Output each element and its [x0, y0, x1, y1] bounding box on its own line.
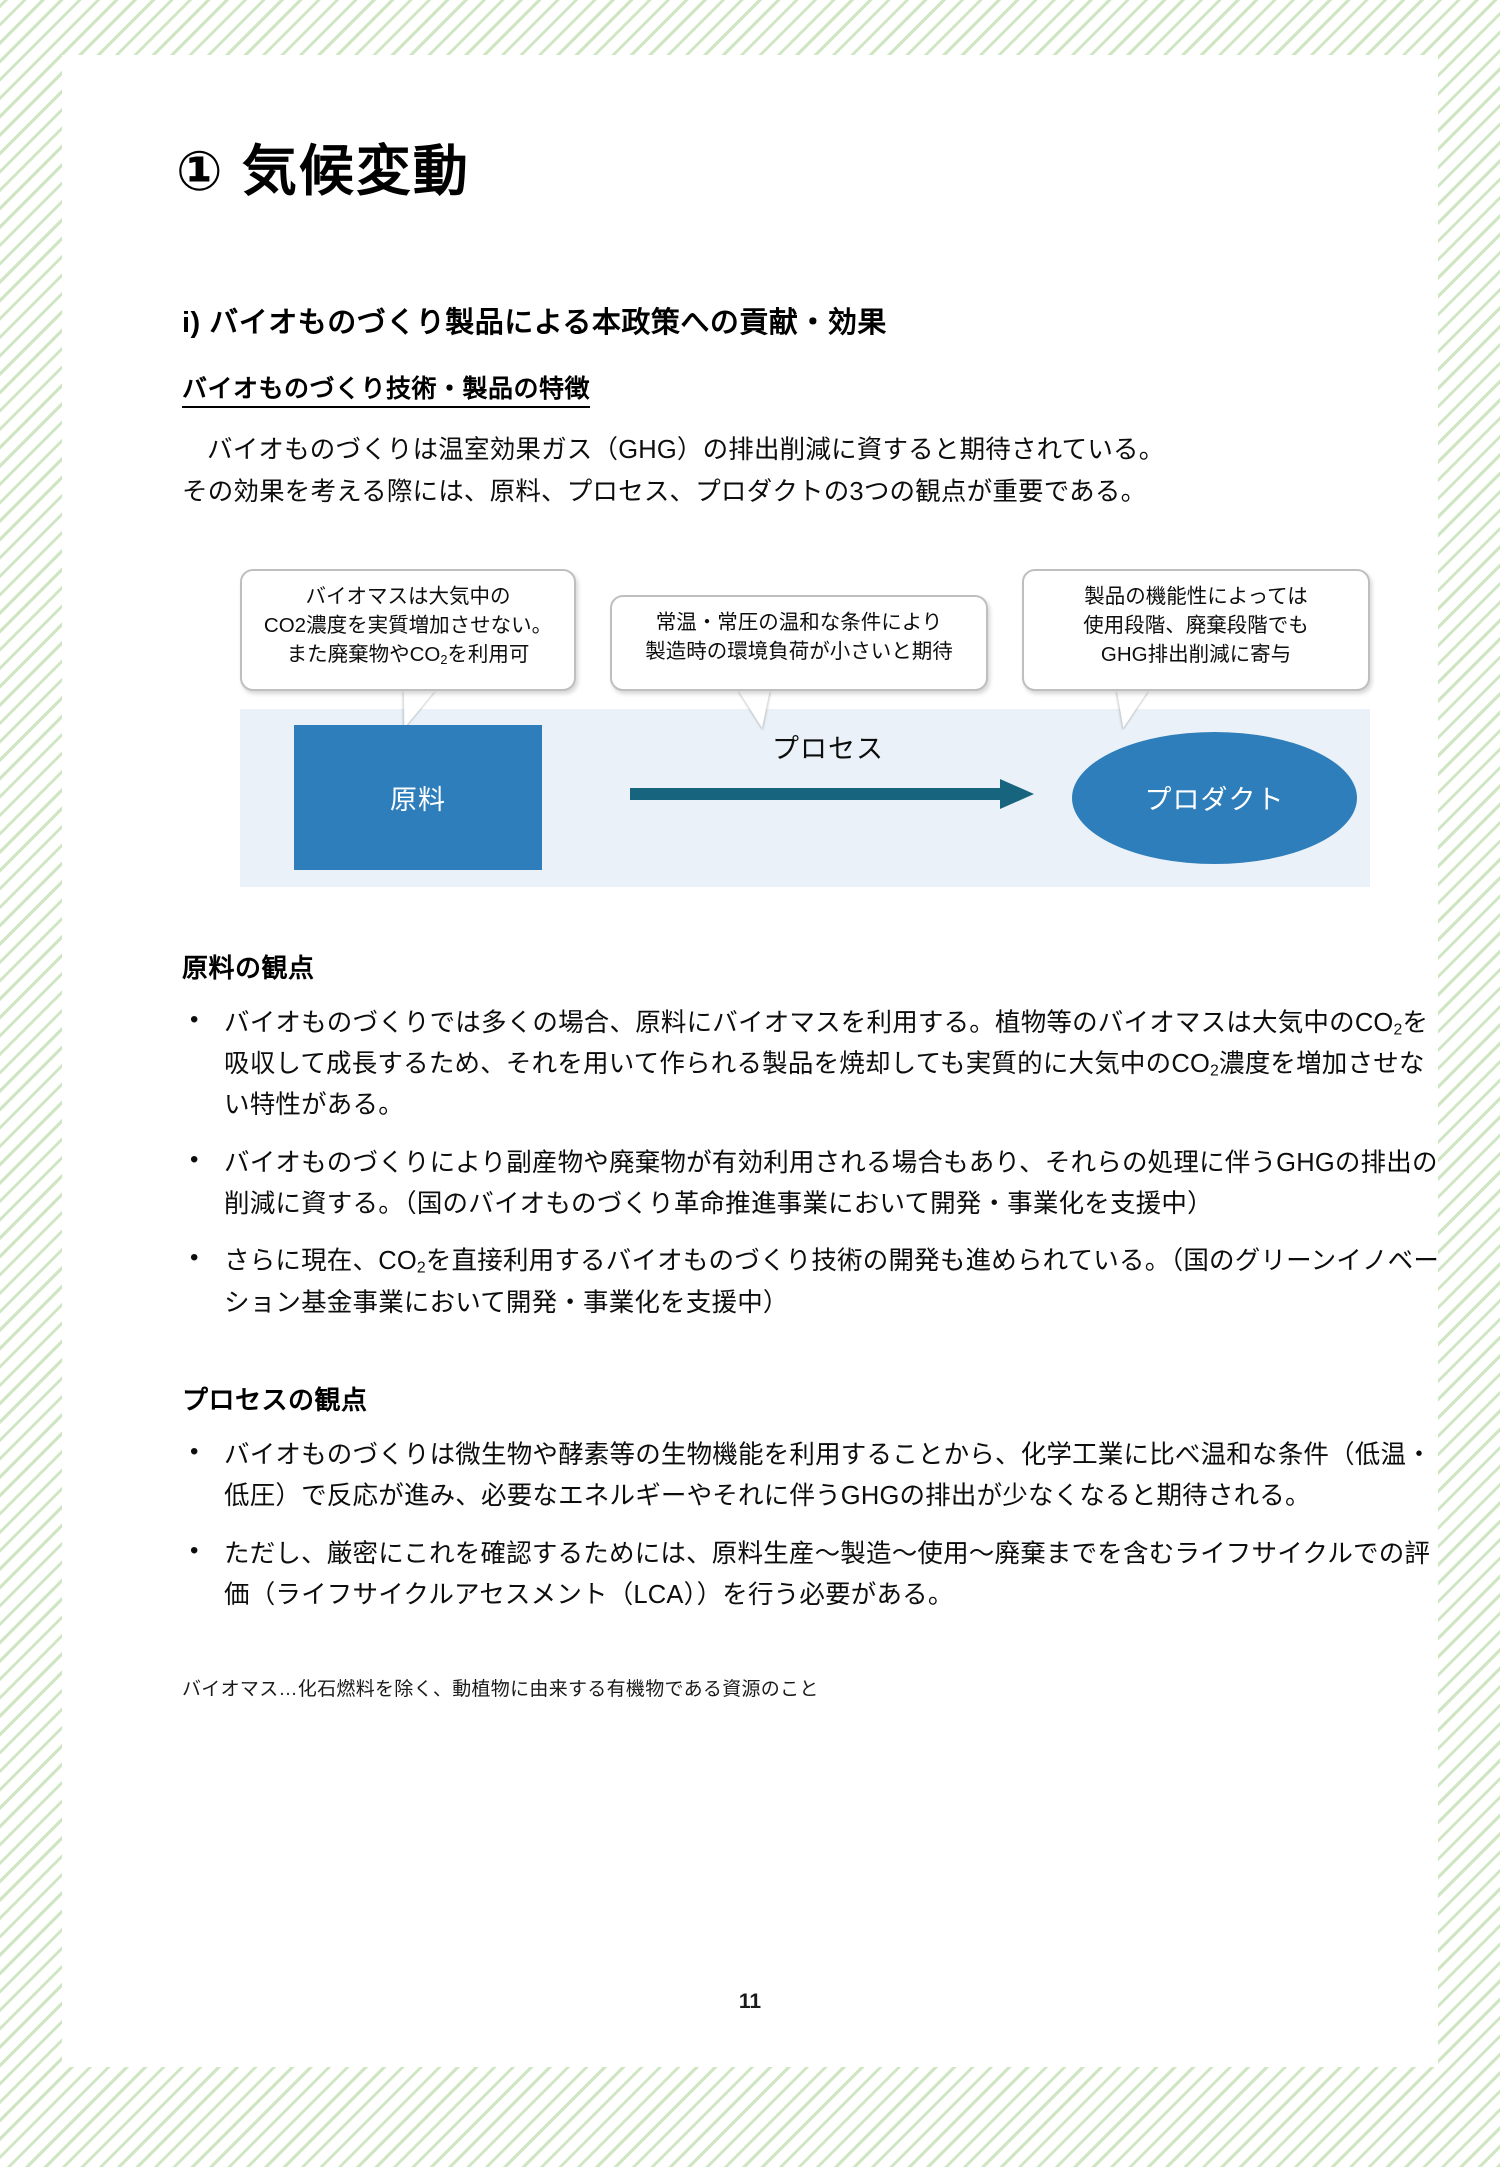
section-heading: i) バイオものづくり製品による本政策への貢献・効果: [182, 307, 887, 340]
list-item: ただし、厳密にこれを確認するためには、原料生産〜製造〜使用〜廃棄までを含むライフ…: [182, 1532, 1442, 1617]
callout1-line1: バイオマスは大気中の: [305, 584, 511, 608]
section-subheading: バイオものづくり技術・製品の特徴: [182, 369, 591, 409]
co2-subscript: 2: [1210, 1062, 1219, 1080]
callout3-line2: 使用段階、廃棄段階でも: [1083, 613, 1309, 637]
bullet-seg-2: を吸収して成長するため、それを用いて作られる製品を焼却しても実質的に大気中の: [224, 1008, 1429, 1079]
callout2-line1: 常温・常圧の温和な条件により: [655, 610, 943, 634]
diagram-arrow-label: プロセス: [772, 733, 884, 764]
bullet-list-raw-material: バイオものづくりでは多くの場合、原料にバイオマスを利用する。植物等のバイオマスは…: [182, 1001, 1442, 1324]
co2-base: CO: [1354, 1008, 1394, 1037]
bullet-seg-1: バイオものづくりでは多くの場合、原料にバイオマスを利用する。植物等のバイオマスは…: [224, 1008, 1355, 1037]
page-title: ① 気候変動: [176, 140, 470, 202]
arrow-head-icon: [1000, 778, 1034, 809]
co2-base: CO: [409, 643, 441, 667]
bullet-seg-2: を直接利用するバイオものづくり技術の開発も進められている。（国のグリーンイノベー…: [224, 1247, 1440, 1317]
bullet-list-process: バイオものづくりは微生物や酵素等の生物機能を利用することから、化学工業に比べ温和…: [182, 1433, 1442, 1617]
diagram-node-product: プロダクト: [1072, 731, 1357, 864]
callout-box-product: 製品の機能性によっては 使用段階、廃棄段階でも GHG排出削減に寄与: [1022, 568, 1370, 691]
co2-subscript: 2: [416, 1259, 426, 1277]
diagram-node-feedstock: 原料: [294, 724, 542, 870]
co2-subscript: 2: [440, 651, 448, 667]
intro-line-1: バイオものづくりは温室効果ガス（GHG）の排出削減に資すると期待されている。: [207, 436, 1165, 465]
co2-subscript: 2: [1393, 1021, 1403, 1039]
callout1-line3-pre: また廃棄物や: [286, 643, 410, 667]
callout1-line2: CO2濃度を実質増加させない。: [263, 613, 553, 637]
callout2-line2: 製造時の環境負荷が小さいと期待: [645, 639, 953, 663]
callout-tail-2: [737, 689, 779, 728]
heading-raw-material: 原料の観点: [182, 952, 315, 983]
bullet-seg-1: さらに現在、: [224, 1247, 379, 1276]
arrow-shaft: [630, 787, 1002, 800]
subheading-wrap: バイオものづくり技術・製品の特徴: [182, 341, 1442, 409]
callout-box-feedstock: バイオマスは大気中の CO2濃度を実質増加させない。 また廃棄物やCO2を利用可: [240, 568, 576, 691]
co2-base: CO: [378, 1247, 417, 1276]
callout3-line3: GHG排出削減に寄与: [1100, 643, 1292, 667]
list-item: バイオものづくりは微生物や酵素等の生物機能を利用することから、化学工業に比べ温和…: [182, 1433, 1442, 1518]
bullet-seg-1: バイオものづくりにより副産物や廃棄物が有効利用される場合もあり、それらの処理に伴…: [224, 1148, 1438, 1219]
callout3-line1: 製品の機能性によっては: [1084, 584, 1308, 608]
concept-diagram: バイオマスは大気中の CO2濃度を実質増加させない。 また廃棄物やCO2を利用可…: [212, 547, 1412, 892]
intro-paragraph: バイオものづくりは温室効果ガス（GHG）の排出削減に資すると期待されている。 そ…: [182, 430, 1442, 513]
callout1-line3: また廃棄物やCO2を利用可: [256, 640, 560, 669]
page-sheet: ① 気候変動 i) バイオものづくり製品による本政策への貢献・効果 バイオものづ…: [62, 55, 1439, 2067]
intro-line-2: その効果を考える際には、原料、プロセス、プロダクトの3つの観点が重要である。: [182, 477, 1147, 506]
bullet-seg-3: 濃度を増加させない特性がある。: [224, 1050, 1425, 1120]
callout1-line3-post: を利用可: [447, 643, 530, 667]
diagram-arrow: [630, 778, 1048, 809]
list-item: さらに現在、CO2を直接利用するバイオものづくり技術の開発も進められている。（国…: [182, 1239, 1442, 1324]
list-item: バイオものづくりでは多くの場合、原料にバイオマスを利用する。植物等のバイオマスは…: [182, 1001, 1442, 1127]
page-content: ① 気候変動 i) バイオものづくり製品による本政策への貢献・効果 バイオものづ…: [176, 140, 1442, 1701]
list-item: バイオものづくりにより副産物や廃棄物が有効利用される場合もあり、それらの処理に伴…: [182, 1141, 1442, 1226]
callout-box-process: 常温・常圧の温和な条件により 製造時の環境負荷が小さいと期待: [610, 594, 988, 691]
co2-base: CO: [1171, 1050, 1210, 1079]
page-number: 11: [738, 1990, 762, 2013]
footnote: バイオマス…化石燃料を除く、動植物に由来する有機物である資源のこと: [182, 1679, 819, 1701]
heading-process: プロセスの観点: [182, 1384, 368, 1415]
